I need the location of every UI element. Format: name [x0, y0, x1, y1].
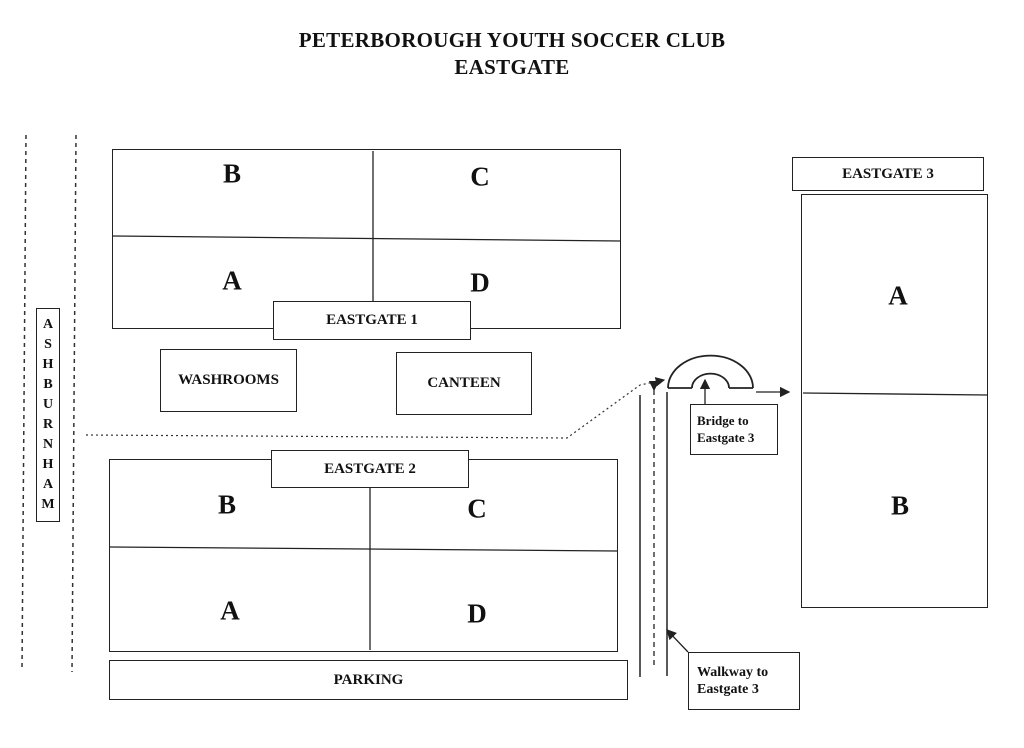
canteen-building: CANTEEN [396, 352, 532, 415]
road-edge-right [71, 134, 77, 673]
eastgate-2-field-a: A [220, 595, 240, 626]
eastgate-3-field-a: A [888, 280, 908, 311]
eastgate-2-field-b: B [217, 489, 237, 520]
street-label-letter: R [42, 417, 54, 432]
street-label-letter: N [42, 437, 54, 452]
street-label-letter: A [42, 317, 54, 332]
eastgate-1-field-d: D [470, 267, 490, 298]
eastgate-1-label: EASTGATE 1 [273, 301, 471, 340]
eastgate-2-field-c: C [467, 493, 487, 524]
bridge-inner-arc [691, 372, 730, 389]
eastgate-2-field-d: D [467, 598, 487, 629]
parking-area: PARKING [109, 660, 628, 700]
eastgate-3-label: EASTGATE 3 [792, 157, 984, 191]
pedestrian-path [85, 377, 666, 439]
street-label-letter: H [42, 457, 54, 472]
eastgate-2-label: EASTGATE 2 [271, 450, 469, 488]
washrooms-building: WASHROOMS [160, 349, 297, 412]
walkway-label-pointer [666, 629, 689, 653]
street-label-letter: H [42, 357, 54, 372]
street-label-letter: A [42, 477, 54, 492]
eastgate-1-field-c: C [470, 161, 490, 192]
street-label-letter: S [44, 337, 52, 352]
eastgate-1-field-a: A [222, 265, 242, 296]
bridge-outer-arc [667, 354, 754, 389]
eg2-horizontal-divider [109, 546, 618, 552]
bridge-label: Bridge to Eastgate 3 [690, 404, 778, 455]
road-edge-left [21, 134, 27, 671]
street-label-letter: B [43, 377, 53, 392]
street-label-letter: M [41, 497, 55, 512]
eg3-divider [802, 392, 988, 396]
eastgate-1-field-b: B [222, 158, 242, 189]
eg1-horizontal-divider [111, 235, 621, 242]
street-label-letter: U [42, 397, 54, 412]
eastgate-3-fields [801, 194, 988, 608]
map-subtitle: EASTGATE [454, 55, 570, 79]
walkway-label: Walkway to Eastgate 3 [688, 652, 800, 710]
eastgate-3-field-b: B [890, 490, 910, 521]
map-title: PETERBOROUGH YOUTH SOCCER CLUB [298, 28, 726, 52]
